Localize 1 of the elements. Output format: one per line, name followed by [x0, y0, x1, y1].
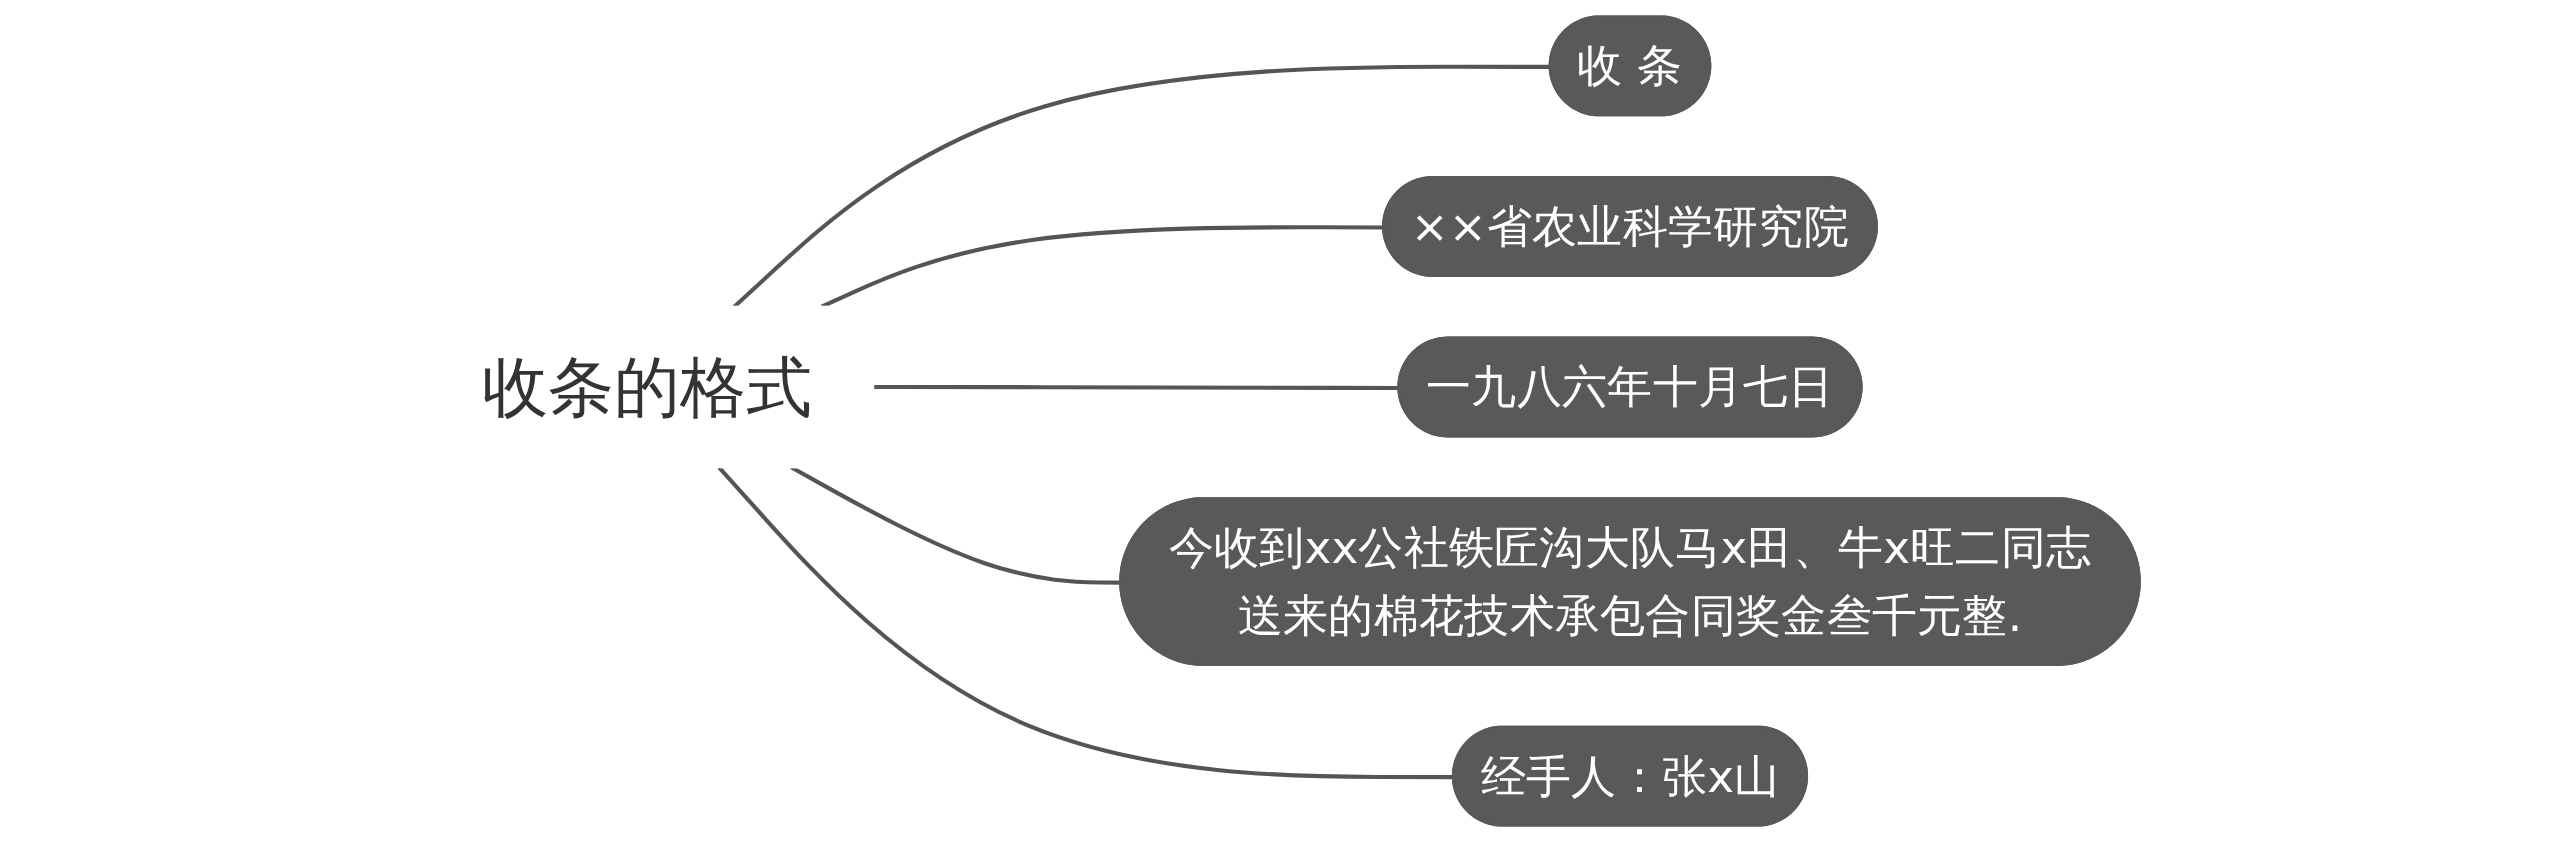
node-text: 收条的格式	[482, 347, 812, 427]
